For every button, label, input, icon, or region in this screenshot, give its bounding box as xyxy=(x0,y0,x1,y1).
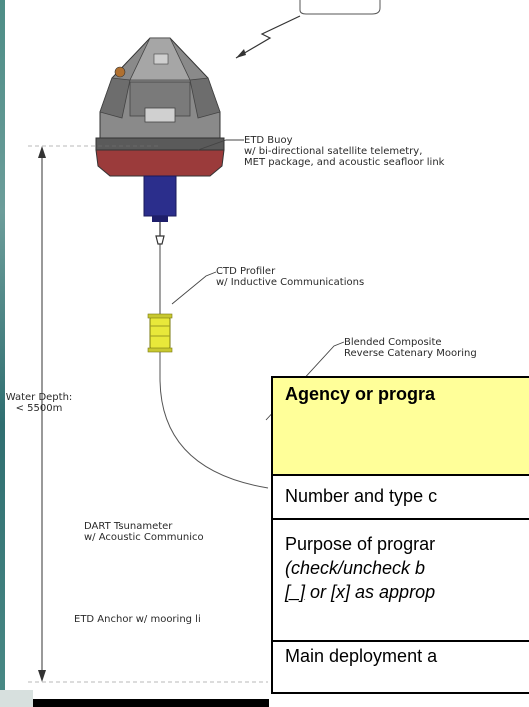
water-depth-value: < 5500m xyxy=(15,403,63,414)
mooring-title: Blended Composite xyxy=(344,337,442,348)
ctd-profiler-icon xyxy=(147,313,173,353)
telemetry-link-icon xyxy=(235,15,301,59)
satellite-label-box xyxy=(299,0,381,15)
table-row-purpose: Purpose of prograr (check/uncheck b [_] … xyxy=(273,520,529,642)
buoy-title: ETD Buoy xyxy=(244,135,293,146)
left-edge-strip xyxy=(0,0,5,707)
checkbox-placeholder[interactable]: [_] xyxy=(285,582,306,602)
dart-title: DART Tsunameter xyxy=(84,521,173,532)
catenary-mooring-line xyxy=(159,352,269,489)
anchor-label: ETD Anchor w/ mooring li xyxy=(74,614,201,625)
number-type-cell: Number and type c xyxy=(285,486,438,506)
purpose-cell-line1: Purpose of prograr xyxy=(285,534,436,554)
bottom-dark-bar xyxy=(33,699,269,707)
buoy-description-line2: MET package, and acoustic seafloor link xyxy=(244,157,445,168)
purpose-cell-line3-text: or [x] as approp xyxy=(305,582,436,602)
program-info-table: Agency or progra Number and type c Purpo… xyxy=(271,376,529,694)
buoy-icon xyxy=(95,37,225,222)
shackle-icon xyxy=(155,222,165,245)
dart-label: DART Tsunameter w/ Acoustic Communico xyxy=(84,521,204,543)
ctd-title: CTD Profiler xyxy=(216,266,276,277)
purpose-cell-line2: (check/uncheck b xyxy=(285,558,426,578)
purpose-cell-line3: [_] or [x] as approp xyxy=(285,580,529,604)
table-header-cell: Agency or progra xyxy=(285,384,436,404)
water-depth-title: Water Depth: xyxy=(5,392,73,403)
table-row-number-type: Number and type c xyxy=(273,476,529,520)
table-header-row: Agency or progra xyxy=(273,378,529,476)
buoy-description-line1: w/ bi-directional satellite telemetry, xyxy=(244,146,423,157)
main-deployment-cell: Main deployment a xyxy=(285,646,438,666)
table-row-main-deployment: Main deployment a xyxy=(273,642,529,692)
anchor-text: ETD Anchor w/ mooring li xyxy=(74,614,201,625)
dart-description: w/ Acoustic Communico xyxy=(84,532,204,543)
ctd-label: CTD Profiler w/ Inductive Communications xyxy=(216,266,364,288)
depth-arrow-bottom-icon xyxy=(38,670,46,682)
ctd-leader-line xyxy=(171,271,217,305)
buoy-label: ETD Buoy w/ bi-directional satellite tel… xyxy=(244,135,444,168)
mooring-description: Reverse Catenary Mooring xyxy=(344,348,477,359)
depth-arrow-top-icon xyxy=(38,146,46,158)
water-depth-label: Water Depth: < 5500m xyxy=(4,392,74,414)
buoy-leader-line xyxy=(197,139,244,151)
ctd-description: w/ Inductive Communications xyxy=(216,277,365,288)
telemetry-arrowhead-icon xyxy=(236,49,246,58)
mooring-label: Blended Composite Reverse Catenary Moori… xyxy=(344,337,477,359)
bottom-left-shade xyxy=(0,690,33,707)
